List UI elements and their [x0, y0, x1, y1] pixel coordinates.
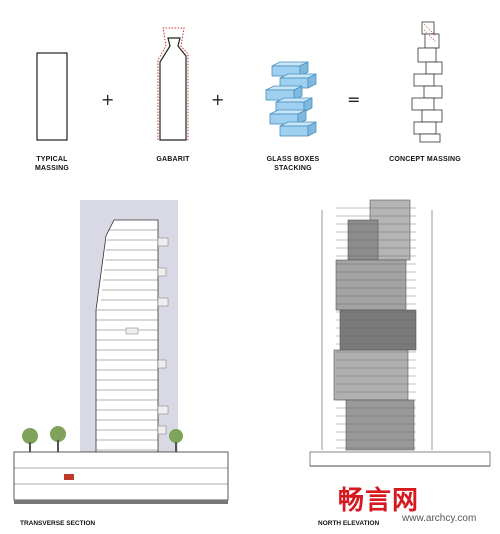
elevation-base: [309, 451, 491, 467]
transverse-section-caption: TRANSVERSE SECTION: [20, 520, 96, 527]
glass-boxes-stack: [265, 61, 317, 137]
plus-operator-2: +: [211, 90, 225, 109]
north-elevation-caption: NORTH ELEVATION: [318, 520, 380, 527]
gabarit-label: GABARIT: [156, 156, 190, 163]
gabarit-dotted-envelope: [157, 27, 189, 140]
glass-boxes-label: GLASS BOXES STACKING: [266, 156, 320, 172]
equals-operator: =: [347, 90, 361, 109]
north-elevation-drawing: [309, 199, 491, 467]
gabarit-outline: [159, 37, 187, 141]
concept-massing-drawing: [411, 21, 443, 143]
typical-massing-box: [36, 52, 68, 141]
section-balconies: [125, 237, 169, 435]
section-tower-body: [95, 219, 159, 453]
watermark-url: www.archcy.com: [402, 513, 477, 524]
section-floor-lines: [96, 229, 158, 451]
elevation-tower: [333, 199, 417, 451]
elevation-floor-lines: [336, 207, 416, 449]
concept-diagram: [36, 21, 443, 143]
typical-massing-label: TYPICAL MASSING: [34, 156, 70, 172]
concept-massing-label: CONCEPT MASSING: [389, 156, 461, 163]
section-podium: [13, 451, 229, 501]
watermark-logo: 畅言网: [338, 486, 420, 516]
plus-operator-1: +: [101, 90, 115, 109]
section-trees: [22, 426, 183, 452]
transverse-section-drawing: [13, 200, 229, 504]
